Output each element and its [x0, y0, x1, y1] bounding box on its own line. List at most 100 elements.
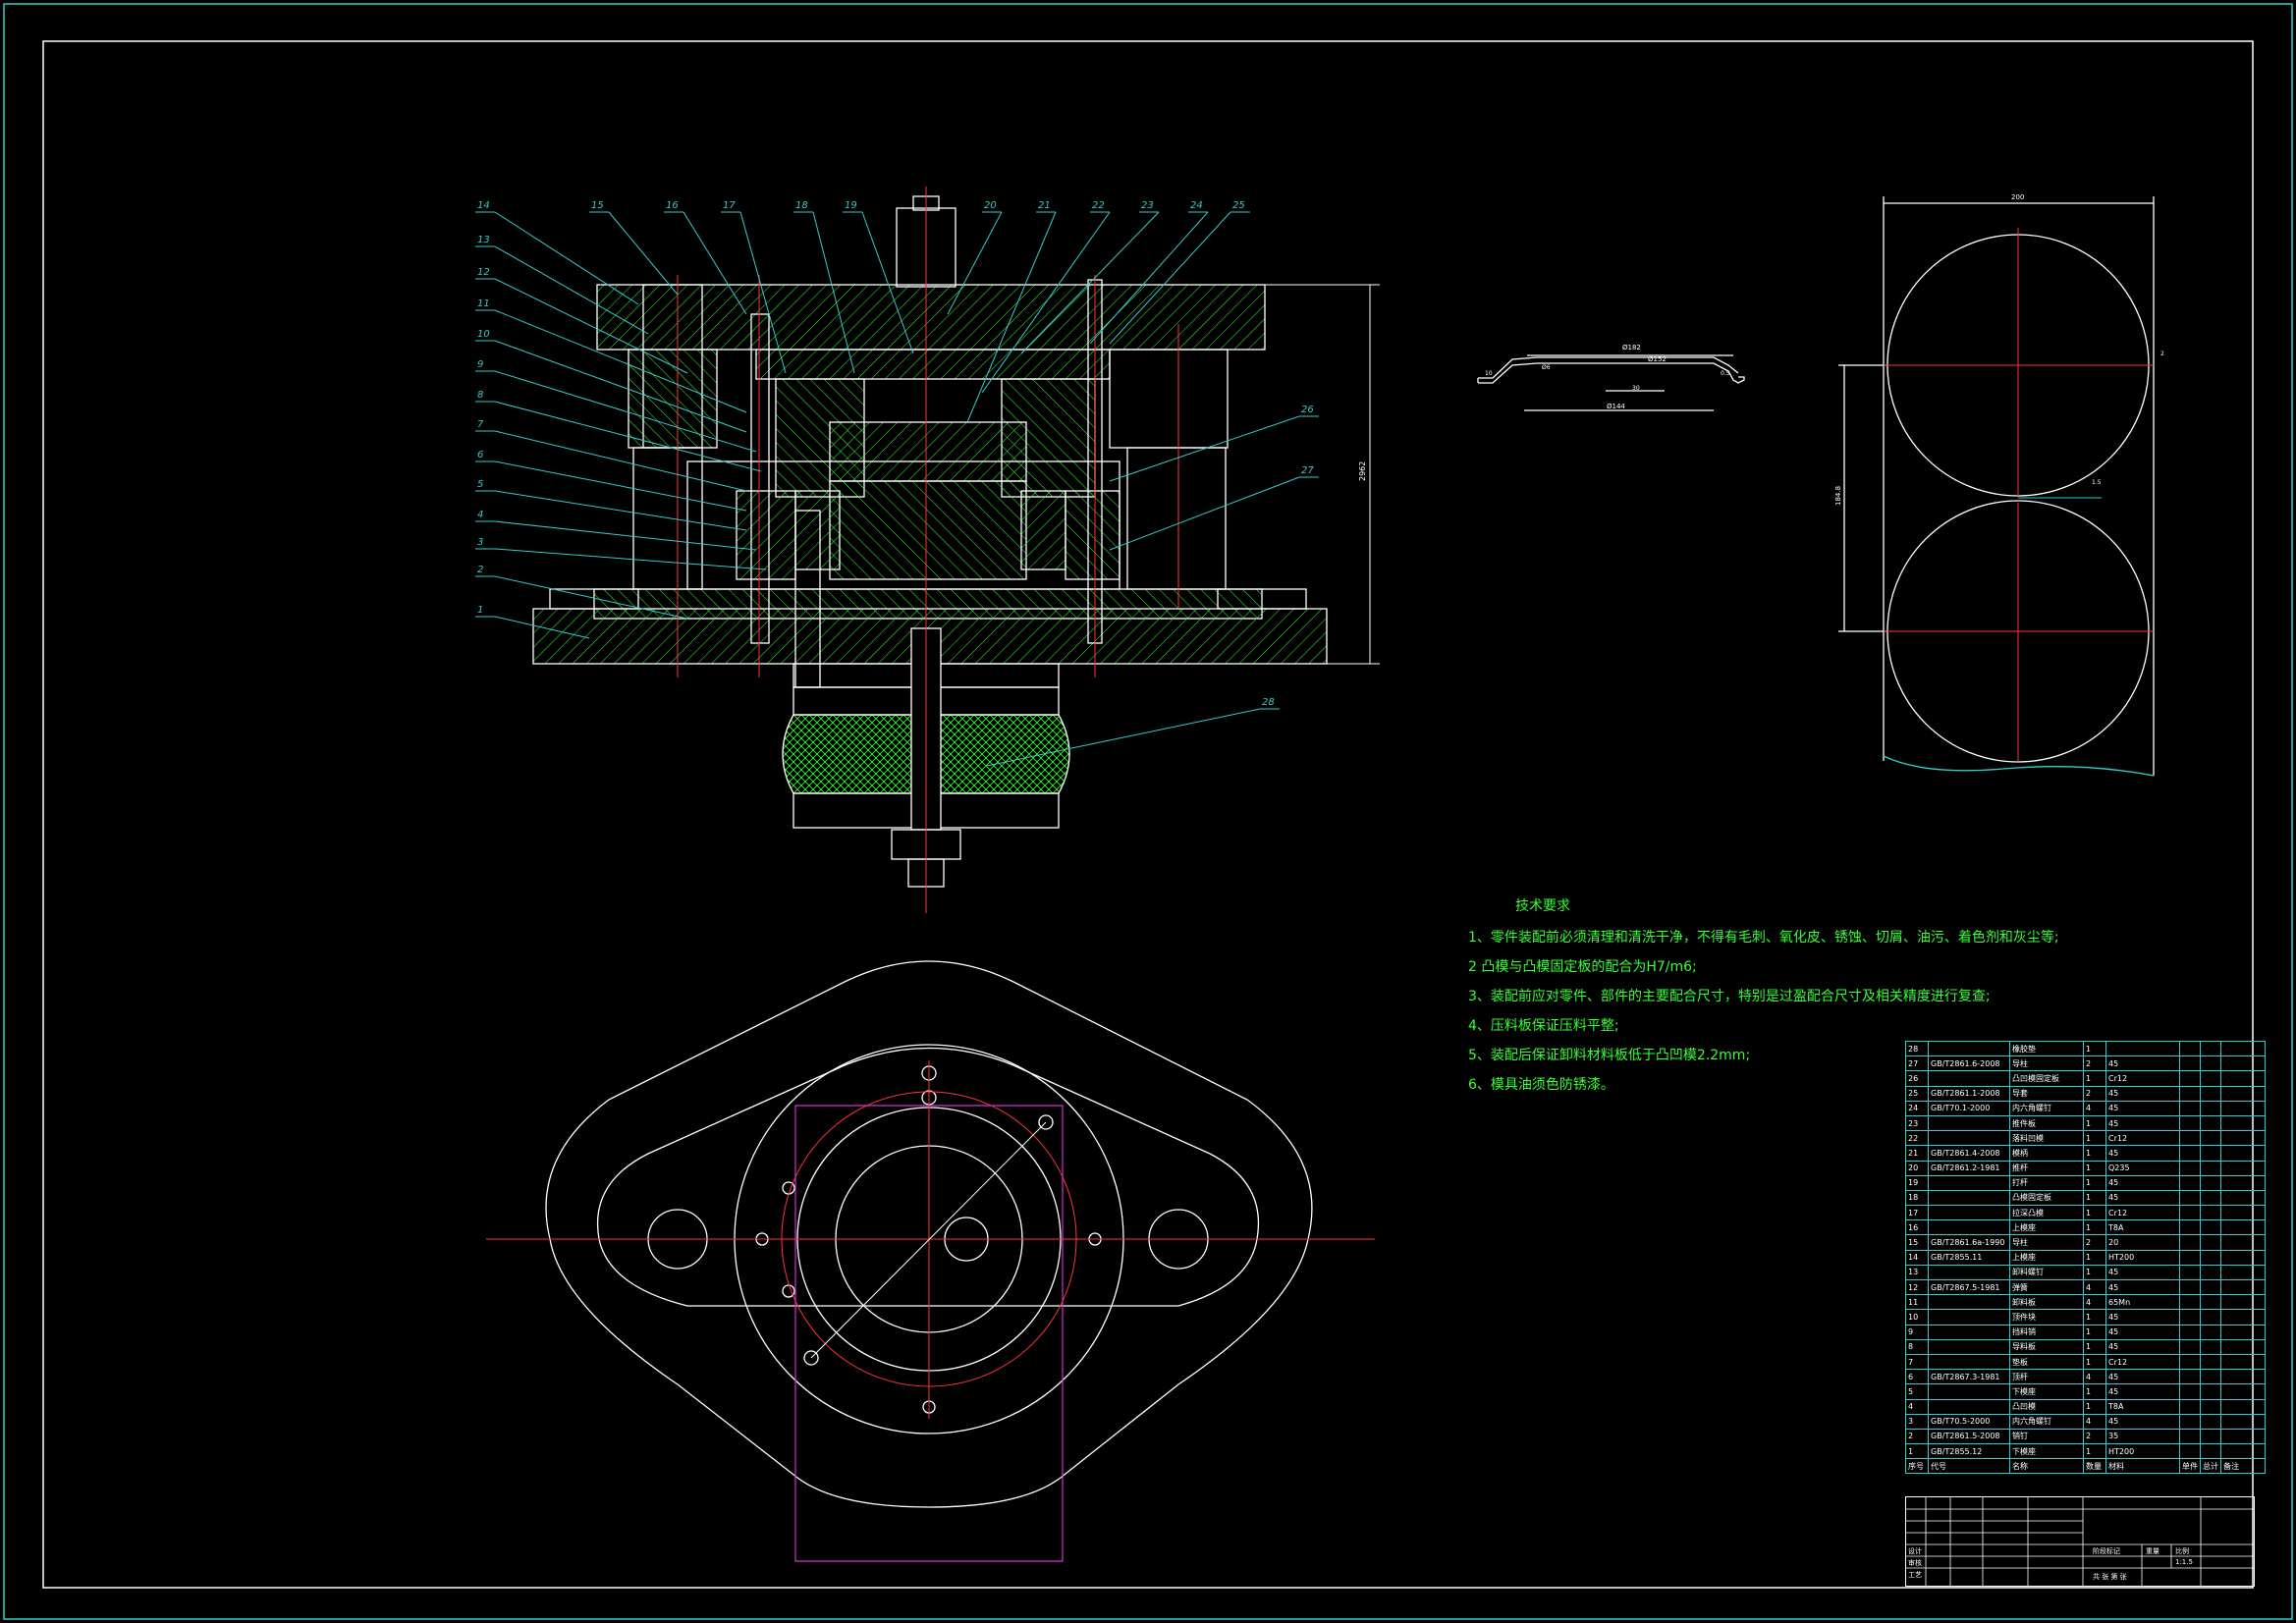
technical-requirements-title: 技术要求 [1515, 898, 1570, 914]
bom-cell-code [1928, 1309, 2010, 1325]
bom-cell-code [1928, 1189, 2010, 1207]
part-number-label: 1 [477, 605, 483, 616]
requirement-item: 2 凸模与凸模固定板的配合为H7/m6; [1468, 959, 1697, 975]
bom-cell-note [2220, 1130, 2266, 1147]
bom-cell-no: 16 [1905, 1219, 1929, 1236]
part-number-label: 12 [477, 267, 490, 278]
bom-cell-mat: 45 [2105, 1055, 2180, 1072]
part-number-label: 15 [591, 200, 604, 211]
bom-cell-w1 [2179, 1398, 2201, 1415]
bom-cell-w2 [2200, 1040, 2221, 1057]
requirement-item: 4、压料板保证压料平整; [1468, 1018, 1619, 1034]
requirement-item: 5、装配后保证卸料材料板低于凸凹模2.2mm; [1468, 1048, 1751, 1063]
bom-cell-name: 上模座 [2009, 1219, 2084, 1236]
leader-line [494, 548, 767, 570]
bom-cell-qty: 1 [2083, 1383, 2106, 1400]
leader-line [494, 245, 649, 335]
bom-cell-note [2220, 1114, 2266, 1132]
bom-cell-name: 橡胶垫 [2009, 1040, 2084, 1057]
part-leader-lines [475, 211, 1319, 767]
requirement-item: 6、模具油须色防锈漆。 [1468, 1077, 1614, 1093]
bom-cell-w2 [2200, 1219, 2221, 1236]
bom-cell-code [1928, 1205, 2010, 1221]
bom-cell-mat: 45 [2105, 1369, 2180, 1385]
bom-cell-w2 [2200, 1443, 2221, 1460]
bom-cell-name: 内六角螺钉 [2009, 1413, 2084, 1430]
bom-cell-note [2220, 1383, 2266, 1400]
bom-cell-w1 [2179, 1278, 2201, 1296]
bom-cell-code [1928, 1338, 2010, 1355]
assembly-height-dimension [1265, 284, 1380, 665]
bom-cell-w2 [2200, 1174, 2221, 1191]
strip-gap-text: 1.5 [2092, 479, 2102, 486]
bom-cell-w1 [2179, 1428, 2201, 1445]
bom-cell-note [2220, 1070, 2266, 1087]
bom-cell-w2 [2200, 1398, 2221, 1415]
part-number-label: 2 [477, 565, 483, 575]
title-block-grid [1906, 1497, 2254, 1586]
bom-cell-w2 [2200, 1085, 2221, 1102]
bom-cell-name: 推件板 [2009, 1114, 2084, 1132]
bom-cell-w2 [2200, 1383, 2221, 1400]
bom-header-no: 序号 [1905, 1458, 1929, 1475]
bom-cell-no: 8 [1905, 1338, 1929, 1355]
bom-cell-w2 [2200, 1324, 2221, 1340]
bom-cell-w1 [2179, 1338, 2201, 1355]
bom-cell-qty: 1 [2083, 1398, 2106, 1415]
leader-line [494, 490, 747, 531]
bom-cell-no: 24 [1905, 1100, 1929, 1116]
bom-cell-code [1928, 1114, 2010, 1132]
bom-cell-mat: 45 [2105, 1338, 2180, 1355]
bom-cell-mat: 45 [2105, 1085, 2180, 1102]
part-number-label: 6 [477, 450, 483, 460]
bom-cell-mat: 45 [2105, 1413, 2180, 1430]
bom-cell-mat: 45 [2105, 1145, 2180, 1162]
bom-cell-w2 [2200, 1160, 2221, 1176]
bom-cell-w2 [2200, 1278, 2221, 1296]
bom-cell-code [1928, 1040, 2010, 1057]
bom-header-name: 名称 [2009, 1458, 2084, 1475]
bom-cell-name: 导柱 [2009, 1234, 2084, 1251]
bom-cell-w2 [2200, 1428, 2221, 1445]
bom-cell-qty: 1 [2083, 1205, 2106, 1221]
leader-line [966, 211, 1057, 423]
bom-cell-code: GB/T2861.1-2008 [1928, 1085, 2010, 1102]
bom-cell-qty: 4 [2083, 1100, 2106, 1116]
bom-cell-w2 [2200, 1100, 2221, 1116]
bom-cell-note [2220, 1278, 2266, 1296]
bom-cell-w1 [2179, 1234, 2201, 1251]
leader-line [494, 430, 747, 492]
part-dim-flange: Ø152 [1648, 355, 1667, 363]
bom-cell-code [1928, 1070, 2010, 1087]
part-number-label: 8 [477, 390, 483, 401]
part-number-label: 20 [984, 200, 997, 211]
bom-cell-no: 12 [1905, 1278, 1929, 1296]
bom-cell-mat: 45 [2105, 1278, 2180, 1296]
bom-cell-w1 [2179, 1189, 2201, 1207]
bom-cell-code: GB/T70.5-2000 [1928, 1413, 2010, 1430]
bom-header-qty: 数量 [2083, 1458, 2106, 1475]
bom-cell-name: 导料板 [2009, 1338, 2084, 1355]
leader-line [812, 211, 855, 374]
bom-cell-no: 7 [1905, 1353, 1929, 1371]
bom-cell-qty: 4 [2083, 1278, 2106, 1296]
bom-cell-no: 27 [1905, 1055, 1929, 1072]
bom-cell-no: 5 [1905, 1383, 1929, 1400]
bom-cell-qty: 1 [2083, 1324, 2106, 1340]
requirement-item: 3、装配前应对零件、部件的主要配合尺寸，特别是过盈配合尺寸及相关精度进行复查; [1468, 989, 1991, 1004]
bom-cell-w2 [2200, 1055, 2221, 1072]
bom-cell-note [2220, 1398, 2266, 1415]
bom-cell-w2 [2200, 1189, 2221, 1207]
bom-cell-code: GB/T2861.6a-1990 [1928, 1234, 2010, 1251]
bom-cell-note [2220, 1219, 2266, 1236]
bom-cell-note [2220, 1264, 2266, 1281]
bom-cell-w1 [2179, 1205, 2201, 1221]
bom-cell-note [2220, 1443, 2266, 1460]
